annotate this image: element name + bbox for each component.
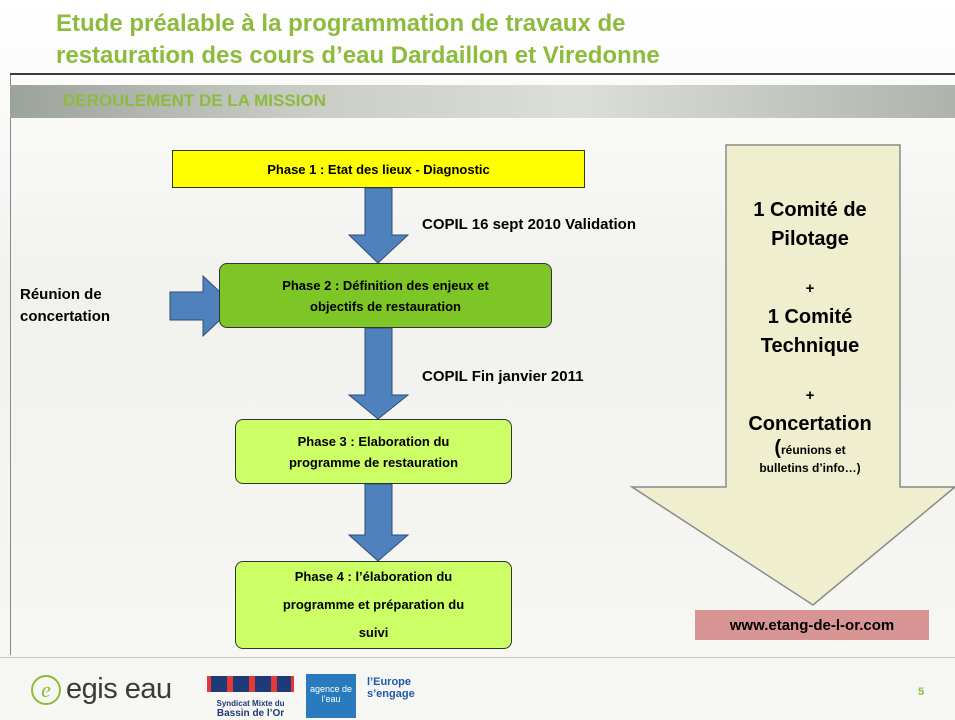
slide-title: Etude préalable à la programmation de tr… [56,8,936,72]
agence-eau-text: agence de l’eau [309,684,353,704]
phase-1-box: Phase 1 : Etat des lieux - Diagnostic [172,150,585,188]
egis-eau-text: egis eau [66,673,172,705]
syndicat-logo: Syndicat Mixte du Bassin de l’Or [207,674,294,719]
big-down-arrow [629,144,955,606]
down-arrow-1 [347,187,410,264]
phase-2-box: Phase 2 : Définition des enjeux et objec… [219,263,552,328]
website-link[interactable]: www.etang-de-l-or.com [695,610,929,640]
reunion-label: Réunion de concertation [20,284,110,328]
page-number: 5 [918,686,925,698]
egis-e-icon: e [31,674,61,705]
phase-3-label-2: programme de restauration [288,454,459,470]
syndicat-small-text: Syndicat Mixte du [216,699,285,708]
phase-3-box: Phase 3 : Elaboration du programme de re… [235,419,512,484]
phase-4-box: Phase 4 : l’élaboration du programme et … [235,561,512,649]
comite-pilotage-1: 1 Comité de [753,199,867,221]
phase-4-label-2: programme et préparation du [282,597,465,612]
europe-text: l’Europe s’engage [367,676,415,700]
egis-eau-logo: e egis eau [30,673,172,706]
phase-1-label: Phase 1 : Etat des lieux - Diagnostic [267,161,490,177]
reunion-label-1: Réunion de [20,286,102,303]
syndicat-waves-icon [207,676,294,692]
comite-pilotage-2: Pilotage [771,228,849,250]
syndicat-name: Bassin de l’Or [216,708,285,719]
concertation-detail-1: (réunions et [720,437,900,459]
plus-2: + [805,387,815,404]
concertation-detail-2: bulletins d’info…) [759,461,861,475]
copil-1-label: COPIL 16 sept 2010 Validation [422,216,636,233]
comite-technique-1: 1 Comité [767,306,853,328]
footer-divider [0,657,955,658]
title-line-2: restauration des cours d’eau Dardaillon … [56,42,660,69]
section-bar [10,85,955,118]
phase-4-label-1: Phase 4 : l’élaboration du [294,569,453,584]
phase-2-label-2: objectifs de restauration [310,298,461,314]
down-arrow-3 [347,483,410,562]
big-arrow-text: 1 Comité de Pilotage + 1 Comité Techniqu… [720,196,900,477]
left-border [10,75,11,655]
copil-2-label: COPIL Fin janvier 2011 [422,368,584,385]
europe-logo: l’Europe s’engage [367,676,449,718]
svg-text:e: e [41,677,51,702]
open-paren: ( [774,437,781,459]
section-title: DEROULEMENT DE LA MISSION [63,91,326,110]
plus-1: + [805,280,815,297]
agence-eau-logo: agence de l’eau [306,674,356,718]
down-arrow-2 [347,327,410,420]
phase-2-label-1: Phase 2 : Définition des enjeux et [282,277,489,293]
concertation-detail-1-text: réunions et [780,443,846,457]
phase-3-label-1: Phase 3 : Elaboration du [297,433,450,449]
title-line-1: Etude préalable à la programmation de tr… [56,10,626,37]
phase-4-label-3: suivi [358,625,389,640]
reunion-label-2: concertation [20,308,111,325]
comite-technique-2: Technique [760,335,860,357]
title-divider [10,73,955,75]
concertation-label: Concertation [748,413,872,435]
